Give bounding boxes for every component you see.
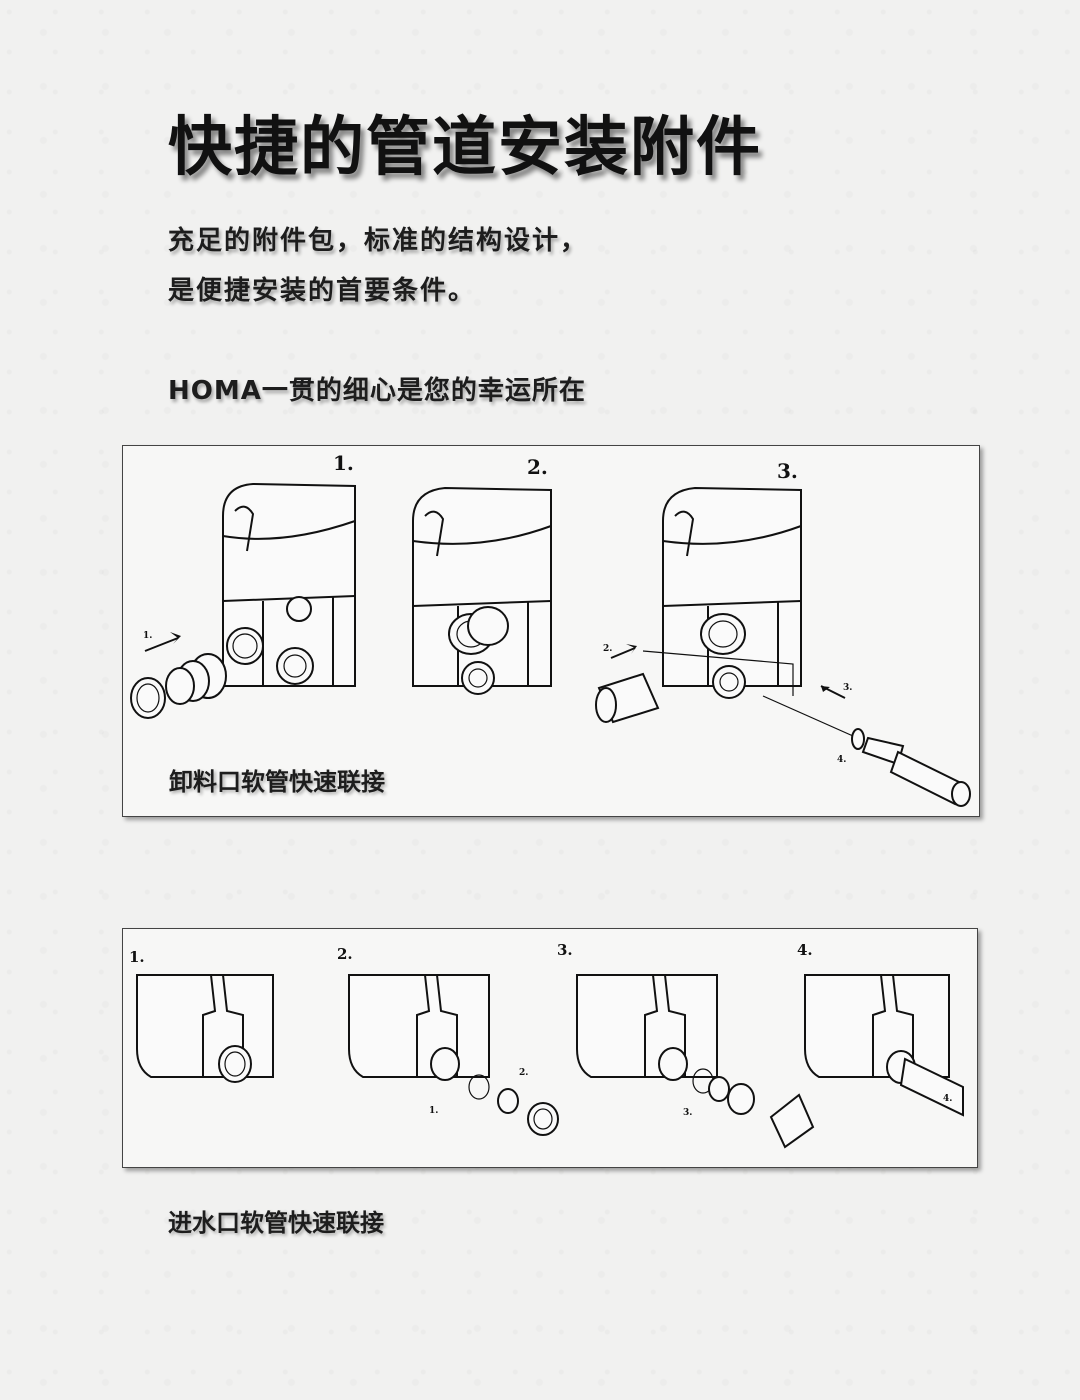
pump-unit-1: [222, 482, 356, 687]
arrow-1: [144, 637, 179, 652]
arrow-3-head: [821, 686, 830, 692]
arrow-1-head: [170, 632, 181, 644]
arrow-2-head: [626, 644, 637, 654]
intro-line-2: 是便捷安装的首要条件。: [168, 276, 477, 306]
sub-label-3: 3.: [843, 683, 852, 693]
step-2-number: 2.: [527, 455, 548, 479]
inlet-step-3: [576, 974, 815, 1149]
step-3-number: 3.: [777, 459, 798, 483]
sub-label-4: 4.: [837, 755, 846, 765]
page-title: 快捷的管道安装附件: [168, 111, 762, 185]
inlet-sub-label-1: 1.: [429, 1106, 438, 1116]
discharge-hose-panel: 1. 2. 3. 1. 2. 3. 4. 卸料口软管快速联接: [122, 445, 980, 817]
pump-unit-2: [412, 486, 552, 695]
inlet-step-4-number: 4.: [797, 941, 813, 959]
inlet-step-4: [804, 974, 964, 1117]
inlet-step-3-number: 3.: [557, 941, 573, 959]
pump-unit-3: [642, 486, 802, 699]
sub-label-1: 1.: [143, 631, 152, 641]
inlet-hose-panel: 1. 2. 3. 4. 1. 2. 3. 4.: [122, 928, 978, 1168]
inlet-step-2-number: 2.: [337, 945, 353, 963]
inlet-sub-label-3: 3.: [683, 1108, 692, 1118]
step-1-number: 1.: [333, 451, 354, 475]
sub-label-2: 2.: [603, 644, 612, 654]
inlet-step-1-number: 1.: [129, 948, 145, 966]
inlet-illustration: 1. 2. 3. 4. 1. 2. 3. 4.: [129, 941, 964, 1149]
inlet-caption: 进水口软管快速联接: [168, 1209, 384, 1237]
screwdriver: [762, 695, 971, 807]
slogan: HOMA一贯的细心是您的幸运所在: [168, 376, 586, 406]
arrow-2: [610, 647, 636, 659]
discharge-caption: 卸料口软管快速联接: [169, 768, 385, 796]
inlet-sub-label-4: 4.: [943, 1094, 952, 1104]
inlet-step-1: [136, 974, 274, 1083]
inlet-step-2: [348, 974, 559, 1136]
hose-3: [595, 672, 660, 724]
discharge-illustration: 1. 2. 3. 1. 2. 3. 4.: [130, 451, 971, 807]
hose-coupling-1: [130, 653, 227, 719]
intro-line-1: 充足的附件包，标准的结构设计，: [168, 226, 589, 256]
inlet-sub-label-2: 2.: [519, 1068, 528, 1078]
